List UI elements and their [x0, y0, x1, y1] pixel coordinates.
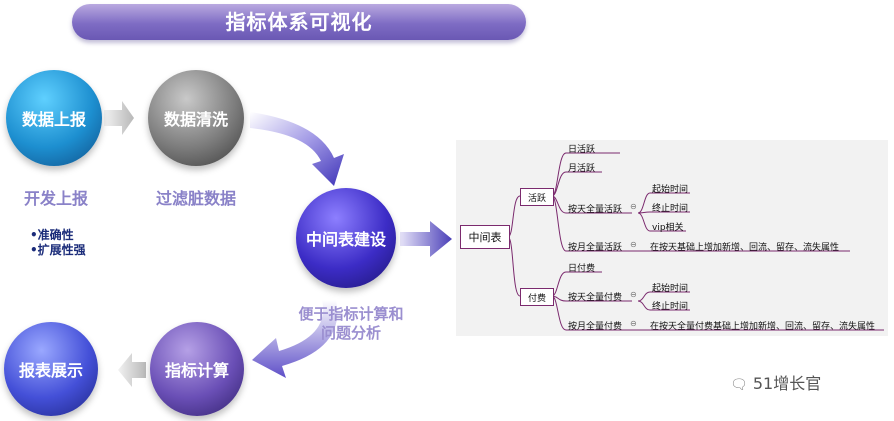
- mindmap-daily-full-paid: 按天全量付费: [568, 293, 623, 303]
- collapse-icon: ⊖: [630, 202, 637, 211]
- report-subtitle: 开发上报: [24, 189, 89, 208]
- step-middle-table-circle: 中间表建设: [296, 188, 396, 288]
- mindmap-paid-start-time: 起始时间: [652, 284, 689, 294]
- mindmap-monthly-active: 月活跃: [568, 164, 596, 174]
- mindmap-daily-full-active: 按天全量活跃: [568, 205, 623, 215]
- step-metric-calc-label: 指标计算: [164, 361, 229, 380]
- collapse-icon: ⊖: [630, 240, 637, 249]
- step-display-label: 报表展示: [18, 361, 83, 380]
- mindmap-root: 中间表: [460, 225, 510, 249]
- mindmap-paid: 付费: [520, 288, 554, 306]
- mindmap-monthly-full-paid: 按月全量付费: [568, 322, 623, 332]
- step-metric-calc-circle: 指标计算: [150, 322, 244, 416]
- mindmap-active-end-time: 终止时间: [652, 204, 689, 214]
- step-clean-label: 数据清洗: [163, 110, 228, 129]
- mindmap-active: 活跃: [520, 188, 554, 206]
- mindmap-active-vip: vip相关: [652, 223, 684, 233]
- analysis-note-line2: 问题分析: [320, 324, 381, 342]
- page-title: 指标体系可视化: [225, 10, 373, 34]
- analysis-note: 便于指标计算和 问题分析: [286, 305, 416, 343]
- arrow-metric-to-display: [118, 353, 146, 387]
- step-report-circle: 数据上报: [6, 70, 102, 166]
- watermark-text: 51增长官: [752, 374, 822, 393]
- clean-subtitle: 过滤脏数据: [156, 189, 237, 208]
- analysis-note-line1: 便于指标计算和: [298, 305, 404, 323]
- watermark: 🗨 51增长官: [730, 370, 821, 394]
- bullet-accuracy: •准确性: [30, 228, 74, 242]
- step-report-label: 数据上报: [21, 110, 86, 129]
- collapse-icon: ⊖: [630, 319, 637, 328]
- mindmap-daily-active: 日活跃: [568, 145, 596, 155]
- mindmap-monthly-full-paid-desc: 在按天全量付费基础上增加新增、回流、留存、流失属性: [650, 322, 876, 332]
- bullet-extensibility: •扩展性强: [30, 243, 86, 257]
- mindmap-active-start-time: 起始时间: [652, 185, 689, 195]
- arrow-report-to-clean: [104, 101, 134, 135]
- arrow-clean-to-middle: [250, 112, 344, 186]
- arrow-middle-to-metric: [252, 300, 338, 378]
- step-clean-circle: 数据清洗: [148, 70, 244, 166]
- mindmap-paid-end-time: 终止时间: [652, 302, 689, 312]
- mindmap-monthly-full-active-desc: 在按天基础上增加新增、回流、留存、流失属性: [650, 243, 840, 253]
- arrow-middle-to-mindmap: [400, 221, 452, 257]
- step-display-circle: 报表展示: [4, 322, 98, 416]
- mindmap-monthly-full-active: 按月全量活跃: [568, 243, 623, 253]
- title-bar: [72, 4, 526, 40]
- wechat-icon: 🗨: [730, 377, 748, 393]
- mindmap-daily-paid: 日付费: [568, 264, 596, 274]
- collapse-icon: ⊖: [630, 290, 637, 299]
- step-middle-table-label: 中间表建设: [305, 230, 386, 249]
